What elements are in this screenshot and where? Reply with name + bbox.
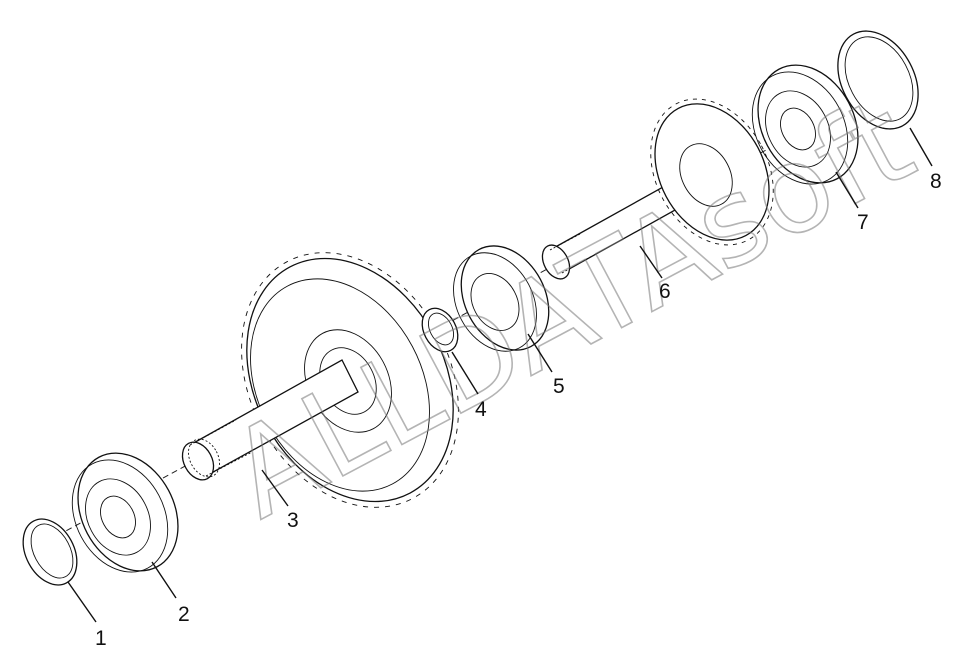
callout-1: 1: [95, 627, 107, 650]
callout-3: 3: [287, 509, 299, 532]
callout-labels: 1 2 3 4 5 6 7 8: [95, 170, 942, 650]
part-2-ball-bearing: [71, 452, 179, 573]
part-7-ball-bearing: [751, 64, 859, 185]
callout-7: 7: [857, 211, 869, 234]
part-3-shaft-large-gear: [181, 252, 459, 508]
callout-2: 2: [178, 603, 190, 626]
callout-5: 5: [553, 375, 565, 398]
part-1-snap-ring: [22, 518, 78, 586]
callout-8: 8: [930, 170, 942, 193]
callout-6: 6: [659, 280, 671, 303]
leader-lines: [67, 127, 933, 623]
part-8-snap-ring: [837, 30, 919, 130]
part-5-bearing-sleeve: [453, 245, 550, 352]
part-4-small-ring: [421, 307, 459, 353]
callout-4: 4: [475, 398, 487, 421]
part-6-shaft-small-gear: [541, 98, 774, 280]
